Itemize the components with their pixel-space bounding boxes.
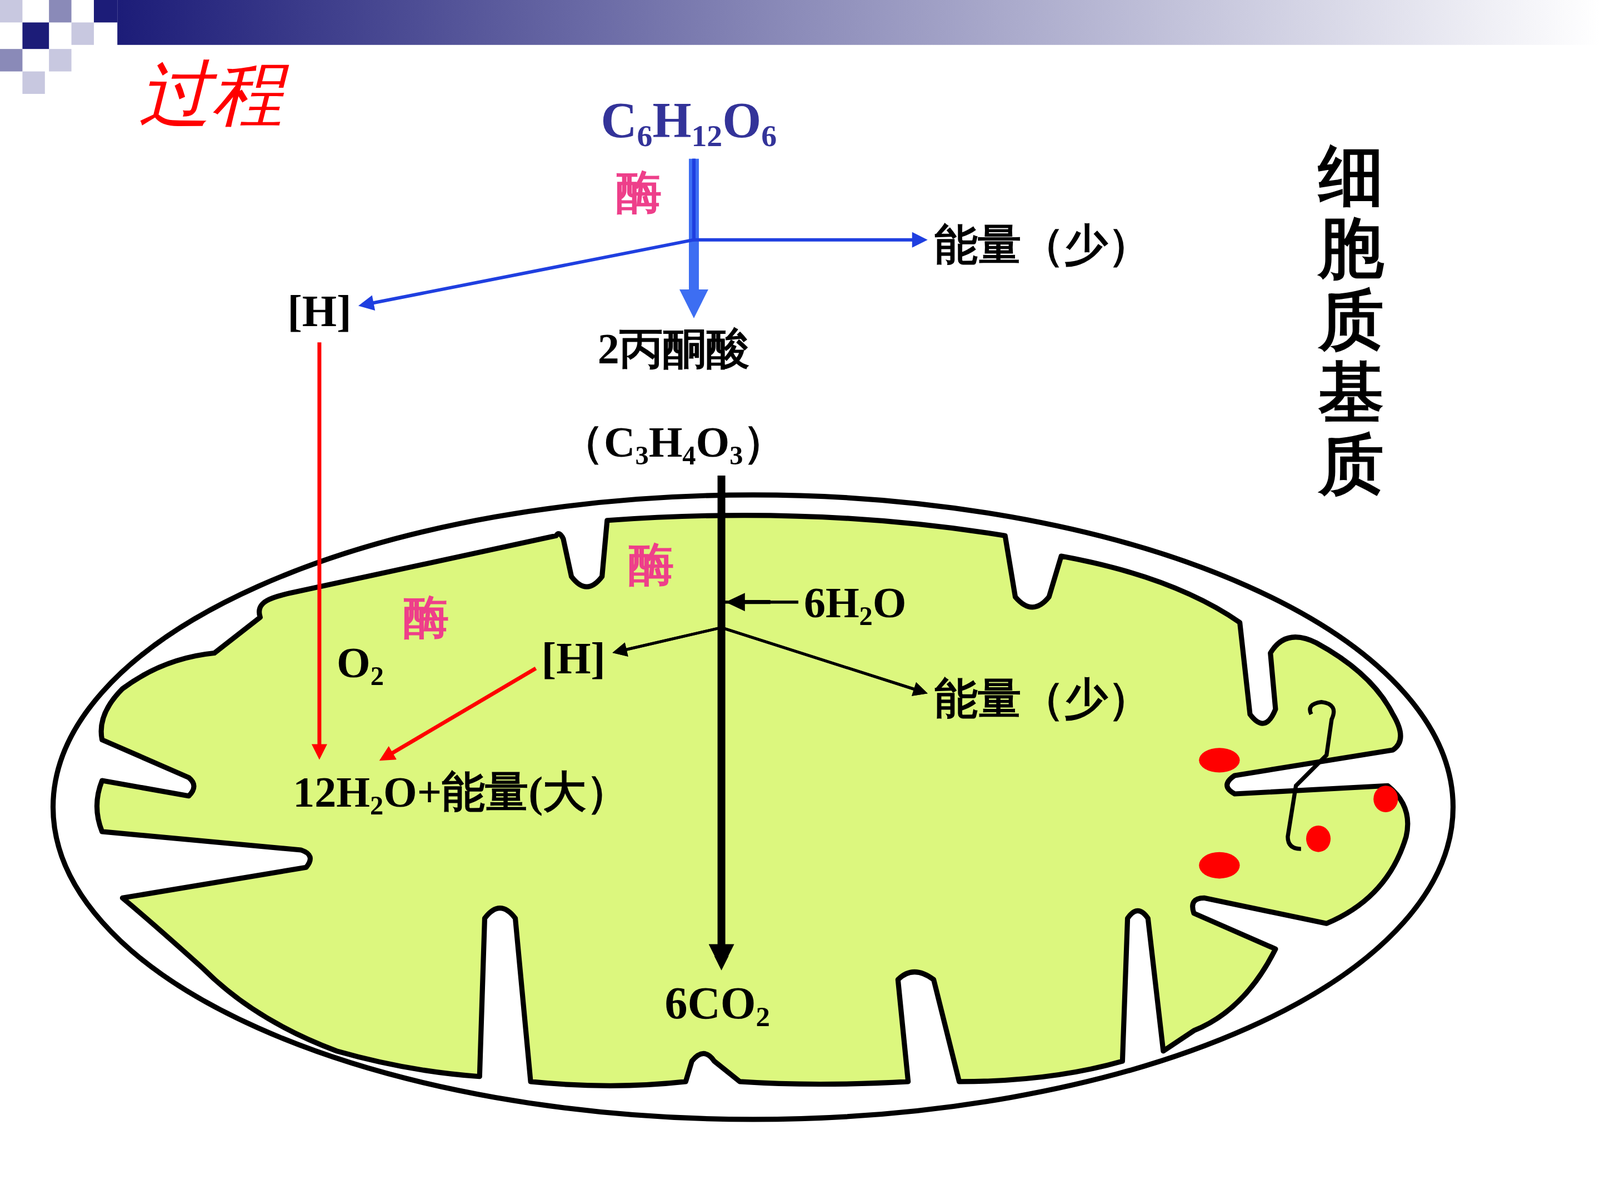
node-text: 6H2O [803, 576, 907, 633]
text-run: O+能量(大） [383, 767, 630, 817]
text-run: C [600, 92, 637, 148]
text-run: H [336, 767, 370, 817]
node-text: [H] [287, 284, 352, 338]
text-run: 过程 [138, 54, 284, 135]
oxygen-label: O2 [336, 636, 384, 693]
slide-title: 过程 [138, 51, 284, 138]
text-run: H [652, 92, 692, 148]
glucose-formula: C6H12O6 [595, 86, 783, 159]
node-text: （C3H4O3） [560, 416, 787, 472]
text-run: 酶 [403, 592, 449, 643]
energy-label-box: 能量（少） [928, 214, 1157, 276]
hydrogen-box: [H] [281, 280, 358, 343]
text-run: 12 [292, 767, 337, 817]
text-run: ） [742, 417, 787, 467]
text-run: 6 [761, 118, 777, 153]
text-run: 6 [636, 118, 653, 153]
water-input-box: 6H2O [798, 572, 913, 637]
header-squares [0, 0, 118, 94]
text-run: 3 [635, 440, 649, 470]
header-bar [117, 0, 1600, 45]
flow-arrow [387, 668, 536, 757]
node-text: 6CO2 [665, 976, 770, 1034]
node-text: C6H12O6 [600, 90, 777, 155]
text-run: 4 [682, 440, 696, 470]
node-text: 能量（少） [934, 672, 1152, 725]
text-run: 3 [729, 440, 743, 470]
text-run: 6 [803, 578, 826, 627]
enzyme-label: 酶 [616, 165, 662, 220]
node-text: [H] [541, 631, 606, 685]
text-run: 能量（少） [934, 674, 1152, 723]
flow-arrow [721, 602, 799, 962]
location-label: 细胞质基质 [1318, 140, 1384, 502]
text-run: O [696, 417, 730, 467]
pyruvate-box: 2丙酮酸（C3H4O3） [555, 318, 792, 476]
text-run: H [648, 417, 683, 467]
enzyme-label: 酶 [628, 537, 674, 593]
node-text: 能量（少） [934, 218, 1152, 272]
text-run: 2 [756, 1001, 770, 1033]
flow-arrow [621, 475, 722, 651]
text-run: 酶 [616, 167, 662, 218]
text-run: 2 [370, 661, 384, 691]
mitochondrion-outer-membrane [53, 495, 1454, 1120]
text-run: CO [687, 977, 757, 1029]
hydrogen-box: [H] [535, 627, 612, 690]
text-run: （C [560, 417, 635, 467]
crista-loop [1287, 702, 1334, 849]
carbon-dioxide-box: 6CO2 [659, 971, 776, 1039]
enzyme-label: 酶 [403, 590, 449, 645]
mitochondrion-inner-membrane [96, 515, 1408, 1087]
text-run: 2 [859, 600, 873, 630]
flow-arrow [693, 158, 919, 240]
text-run: 细胞质基质 [1318, 140, 1384, 502]
text-run: 酶 [628, 539, 674, 590]
text-run: 12 [691, 118, 723, 153]
text-run: H [825, 578, 860, 627]
text-run: 2 [370, 790, 384, 820]
flow-arrow [317, 342, 322, 751]
text-run: O [722, 92, 762, 148]
text-run: 能量（少） [934, 220, 1152, 269]
node-text: 2丙酮酸 [560, 322, 787, 375]
text-run: [H] [541, 633, 606, 683]
flow-arrow [367, 158, 694, 305]
text-run: 6 [665, 977, 688, 1029]
water-energy-box: 12H2O+能量(大） [287, 761, 635, 827]
text-run: O [336, 638, 371, 687]
text-run: 2 [597, 324, 620, 373]
flow-arrow [721, 475, 920, 691]
text-run: [H] [287, 286, 352, 336]
text-run: 丙酮酸 [619, 324, 750, 373]
energy-label-box: 能量（少） [928, 668, 1157, 730]
node-text: 12H2O+能量(大） [292, 766, 630, 822]
ribosome-dots [1198, 747, 1398, 879]
text-run: O [872, 578, 907, 627]
